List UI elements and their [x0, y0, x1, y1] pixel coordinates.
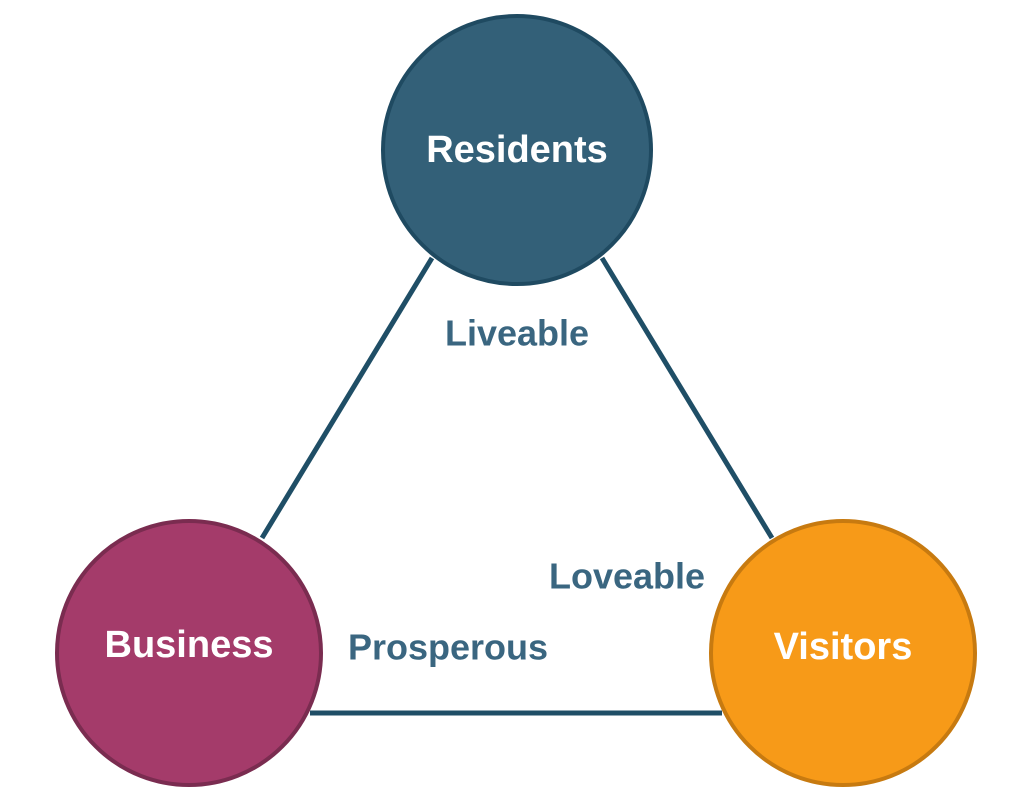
edge-label-prosperous: Prosperous: [348, 627, 548, 668]
node-business: Business: [55, 519, 323, 787]
edge-line-residents-business: [259, 256, 435, 540]
residents-label: Residents: [426, 129, 608, 171]
node-residents: Residents: [381, 14, 653, 286]
business-label: Business: [105, 624, 274, 666]
visitors-circle: [709, 519, 977, 787]
residents-circle: [381, 14, 653, 286]
edge-line-residents-visitors: [599, 256, 775, 540]
visitors-label: Visitors: [774, 626, 913, 668]
business-circle: [55, 519, 323, 787]
edge-label-liveable: Liveable: [445, 313, 589, 354]
edge-label-loveable: Loveable: [549, 556, 705, 597]
node-visitors: Visitors: [709, 519, 977, 787]
